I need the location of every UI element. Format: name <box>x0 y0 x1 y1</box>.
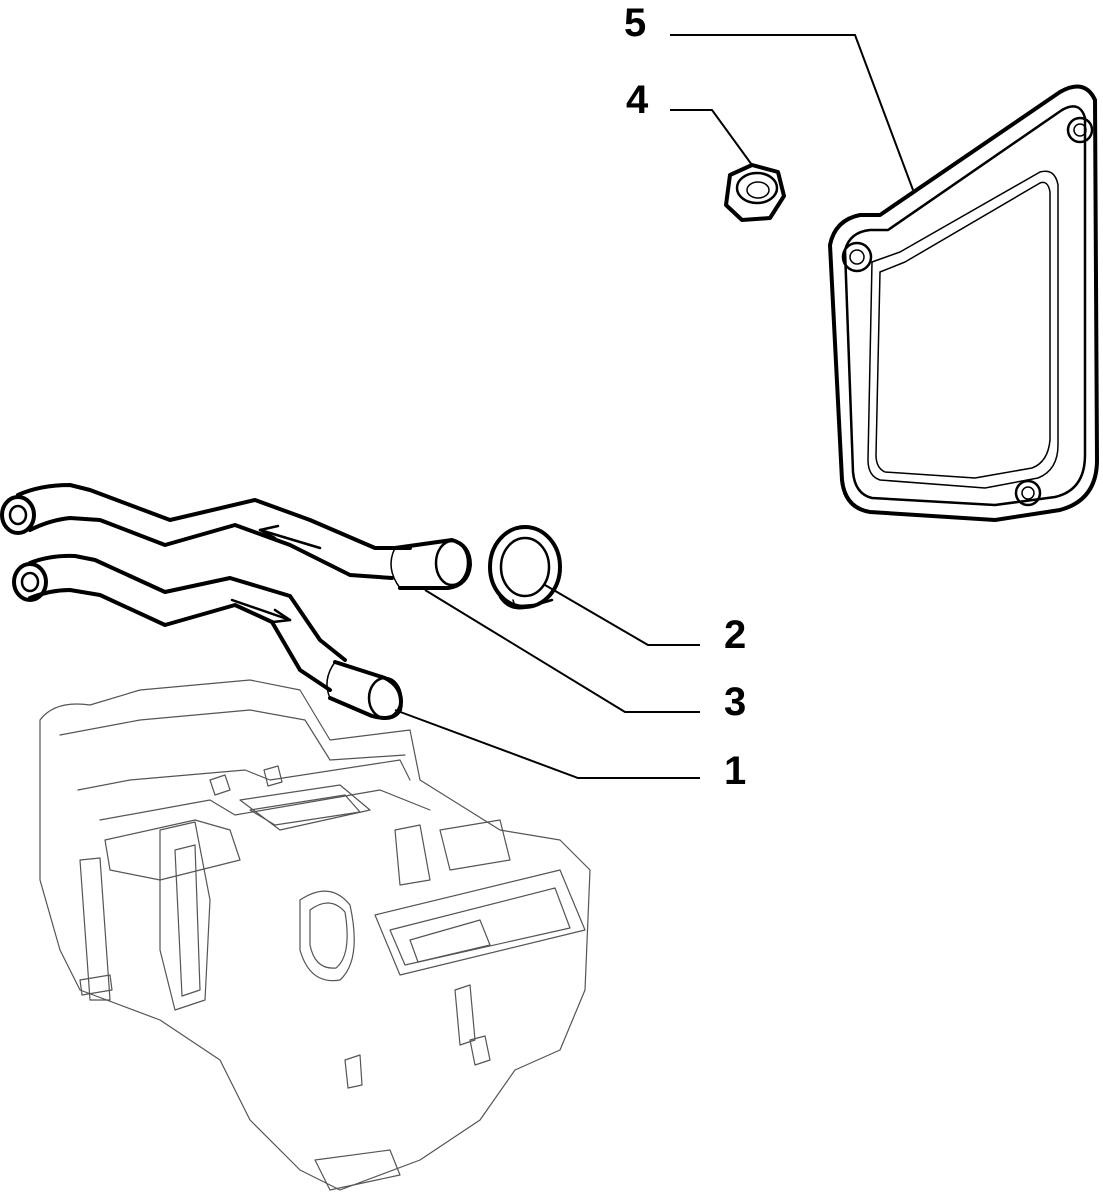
leader-lines <box>394 34 914 779</box>
callout-label-4: 4 <box>626 78 649 122</box>
leader-line-2 <box>544 584 700 646</box>
hex-nut-part-4 <box>724 163 786 222</box>
leader-line-3 <box>424 589 700 713</box>
callout-label-3: 3 <box>724 680 746 724</box>
leader-line-5 <box>670 34 914 191</box>
callout-label-2: 2 <box>724 613 746 657</box>
hose-clamp-part-2 <box>488 525 562 610</box>
leader-line-1 <box>394 709 700 779</box>
lower-pipe-part-1 <box>12 553 403 720</box>
upper-pipe-part-3 <box>0 483 472 590</box>
leader-line-4 <box>670 109 753 166</box>
cover-plate-part-5 <box>828 84 1099 522</box>
callout-label-1: 1 <box>724 749 746 793</box>
callout-label-5: 5 <box>624 1 646 45</box>
heater-housing-assembly <box>39 679 591 1191</box>
